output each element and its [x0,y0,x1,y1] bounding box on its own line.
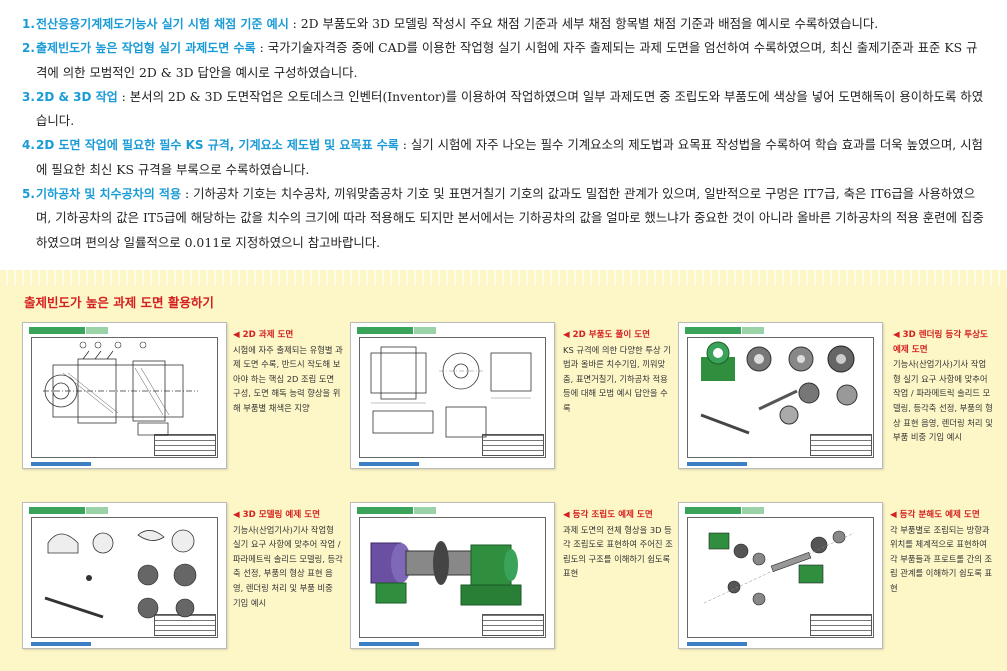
item-number: 4. [22,138,35,153]
part-drawing-icon [370,346,532,438]
item-number: 1. [22,17,35,31]
item-separator: : [255,40,268,56]
item-separator: : [181,186,194,202]
card-description-5: ◀ 등각 조립도 예제 도면 과제 도면의 전체 형상을 3D 등각 조립도로 … [563,508,673,581]
assembly-drawing-icon [43,341,198,436]
card-title: ◀ 3D 모델링 예제 도면 [233,510,321,520]
panel-dot-border [0,270,1007,286]
card-title: ◀ 2D 과제 도면 [233,330,294,340]
assembly-model-icon [370,541,522,606]
card-body: 기능사(산업기사)기사 작업형 실기 요구 사항에 맞추어 작업 / 파라메트릭… [893,359,993,443]
section-title: 출제빈도가 높은 과제 도면 활용하기 [24,295,214,310]
item-heading: 기하공차 및 치수공차의 적용 [36,187,182,202]
drawing-thumbnail-isometric-assembly [350,502,555,649]
card-body: 각 부품별로 조립되는 방향과 위치를 체계적으로 표현하여 각 부품들과 프로… [890,524,993,593]
intro-item-1: 1.전산응용기계제도기능사 실기 시험 채점 기준 예시 : 2D 부품도와 3… [22,12,988,36]
card-description-6: ◀ 등각 분해도 예제 도면 각 부품별로 조립되는 방향과 위치를 체계적으로… [890,508,994,596]
showcase-panel: 출제빈도가 높은 과제 도면 활용하기 [0,270,1007,671]
card-title: ◀ 등각 분해도 예제 도면 [890,510,980,520]
intro-list: 1.전산응용기계제도기능사 실기 시험 채점 기준 예시 : 2D 부품도와 3… [22,12,988,255]
drawing-thumbnail-2d-parts [350,322,555,469]
item-body: 2D 부품도와 3D 모델링 작성시 주요 채점 기준과 세부 채점 항목별 채… [300,16,879,31]
card-body: 시험에 자주 출제되는 유형별 과제 도면 수록, 반드시 작도해 보아야 하는… [233,344,343,413]
item-heading: 출제빈도가 높은 작업형 실기 과제도면 수록 [36,41,256,56]
item-separator: : [398,137,411,153]
drawing-thumbnail-3d-rendering [678,322,883,469]
card-title: ◀ 2D 부품도 풀이 도면 [563,330,651,340]
item-separator: : [117,88,130,104]
card-description-4: ◀ 3D 모델링 예제 도면 기능사(산업기사)기사 작업형 실기 요구 사항에… [233,508,343,610]
item-heading: 전산응용기계제도기능사 실기 시험 채점 기준 예시 [36,17,289,31]
card-title: ◀ 등각 조립도 예제 도면 [563,510,653,520]
item-separator: : [288,16,301,31]
intro-item-3: 3.2D & 3D 작업 : 본서의 2D & 3D 도면작업은 오토데스크 인… [22,85,988,134]
card-description-3: ◀ 3D 렌더링 등각 투상도 예제 도면 기능사(산업기사)기사 작업형 실기… [893,328,993,445]
intro-item-2: 2.출제빈도가 높은 작업형 실기 과제도면 수록 : 국가기술자격증 중에 C… [22,36,988,85]
drawing-thumbnail-exploded-view [678,502,883,649]
card-description-2: ◀ 2D 부품도 풀이 도면 KS 규격에 의한 다양한 투상 기법과 올바른 … [563,328,673,416]
item-number: 5. [22,187,35,202]
item-body: 기하공차 기호는 치수공차, 끼워맞춤공차 기호 및 표면거칠기 기호의 값과도… [36,186,984,250]
rendered-parts-icon [700,341,858,435]
item-body: 국가기술자격증 중에 CAD를 이용한 작업형 실기 시험에 자주 출제되는 과… [36,40,978,80]
card-body: KS 규격에 의한 다양한 투상 기법과 올바른 치수기입, 끼워맞춤, 표면거… [563,344,671,413]
intro-item-4: 4.2D 도면 작업에 필요한 필수 KS 규격, 기계요소 제도법 및 요목표… [22,133,988,182]
card-body: 과제 도면의 전체 형상을 3D 등각 조립도로 표현하여 주어진 조립도의 구… [563,524,673,579]
item-number: 3. [22,89,35,104]
exploded-model-icon [703,530,855,606]
card-title: ◀ 3D 렌더링 등각 투상도 예제 도면 [893,330,988,355]
item-heading: 2D & 3D 작업 [36,89,118,104]
item-body: 실기 시험에 자주 나오는 필수 기계요소의 제도법과 요목표 작성법을 수록하… [36,137,983,177]
item-heading: 2D 도면 작업에 필요한 필수 KS 규격, 기계요소 제도법 및 요목표 수… [36,138,399,153]
item-number: 2. [22,41,35,56]
intro-item-5: 5.기하공차 및 치수공차의 적용 : 기하공차 기호는 치수공차, 끼워맞춤공… [22,182,988,255]
modeled-parts-icon [44,529,197,619]
drawing-thumbnail-3d-modeling [22,502,227,649]
card-body: 기능사(산업기사)기사 작업형 실기 요구 사항에 맞추어 작업 / 파라메트릭… [233,524,343,608]
drawing-thumbnail-2d-assembly [22,322,227,469]
item-body: 본서의 2D & 3D 도면작업은 오토데스크 인벤터(Inventor)를 이… [36,88,984,129]
card-description-1: ◀ 2D 과제 도면 시험에 자주 출제되는 유형별 과제 도면 수록, 반드시… [233,328,343,416]
